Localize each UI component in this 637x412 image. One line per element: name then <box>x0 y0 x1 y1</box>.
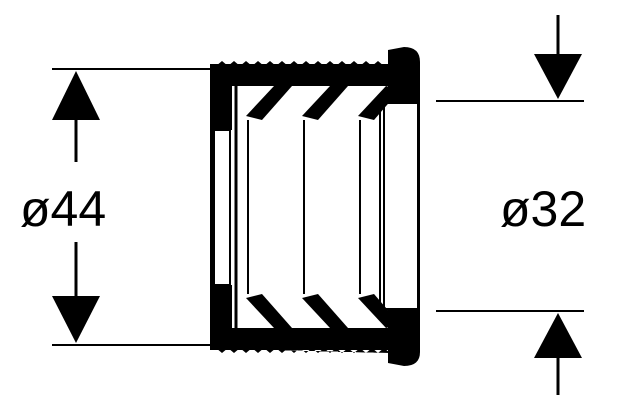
sealing-lips-top <box>246 86 400 120</box>
outer-diameter-label: ø44 <box>20 181 106 237</box>
right-collar-opening <box>383 102 419 310</box>
sealing-lips-bottom <box>246 294 400 328</box>
left-end-wall-bottom <box>212 285 232 348</box>
inner-diameter-dimension: ø32 <box>436 15 586 395</box>
arrowhead-up-left <box>52 71 100 120</box>
top-serration <box>216 61 384 66</box>
top-wall <box>212 66 390 86</box>
outer-diameter-dimension: ø44 <box>20 68 212 346</box>
left-end-opening <box>213 129 231 286</box>
pipe-fitting <box>210 47 420 366</box>
arrowhead-down-right <box>534 54 582 99</box>
bottom-wall <box>212 328 390 348</box>
bottom-serration <box>216 348 390 353</box>
arrowhead-down-left <box>52 296 100 343</box>
left-end-wall-top <box>212 66 232 130</box>
inner-diameter-label: ø32 <box>500 181 586 237</box>
arrowhead-up-right <box>534 313 582 358</box>
